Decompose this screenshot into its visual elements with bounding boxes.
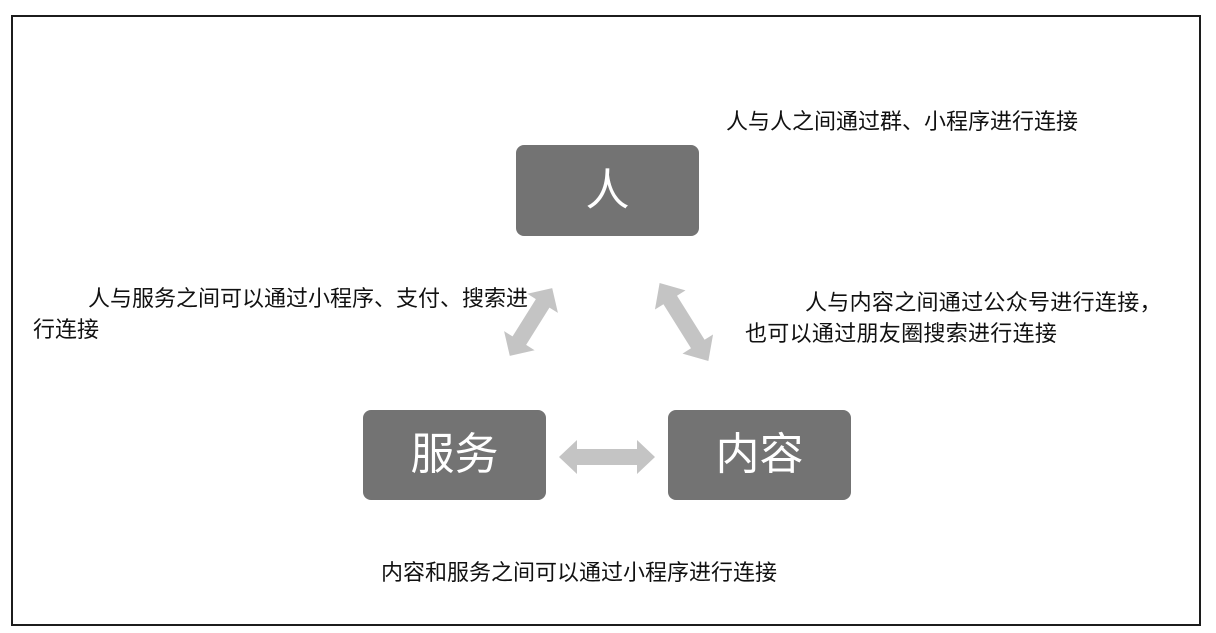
caption-content-service: 内容和服务之间可以通过小程序进行连接 <box>381 561 778 586</box>
node-content: 内容 <box>668 410 851 500</box>
caption-person-content: 人与内容之间通过公众号进行连接，也可以通过朋友圈搜索进行连接 <box>745 291 1162 347</box>
arrow-person-content <box>654 282 714 362</box>
diagram-frame <box>11 15 1201 626</box>
node-person: 人 <box>516 145 699 236</box>
node-content-label: 内容 <box>715 429 804 480</box>
node-service-label: 服务 <box>410 429 499 480</box>
caption-person-person: 人与人之间通过群、小程序进行连接 <box>726 110 1079 135</box>
arrow-person-service <box>504 288 558 356</box>
node-person-label: 人 <box>585 164 630 216</box>
node-service: 服务 <box>363 410 546 500</box>
arrow-service-content <box>559 440 655 474</box>
caption-person-service: 人与服务之间可以通过小程序、支付、搜索进行连接 <box>33 287 529 343</box>
